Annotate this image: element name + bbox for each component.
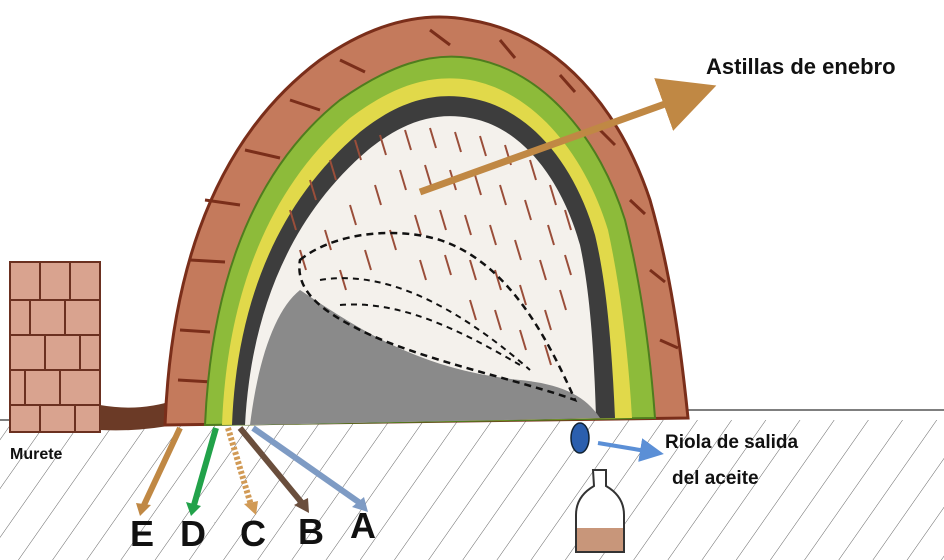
- oil-outlet-label-line2: del aceite: [672, 468, 759, 490]
- layer-label-C: C: [240, 516, 266, 552]
- layer-label-B: B: [298, 514, 324, 550]
- oil-outlet-label-line1: Riola de salida: [665, 432, 798, 454]
- juniper-chips-label: Astillas de enebro: [706, 54, 896, 80]
- layer-label-E: E: [130, 516, 154, 552]
- wall-label: Murete: [10, 446, 62, 464]
- layer-label-A: A: [350, 508, 376, 544]
- oil-outlet: [571, 423, 589, 453]
- layer-label-D: D: [180, 516, 206, 552]
- stone-wall: [10, 262, 178, 432]
